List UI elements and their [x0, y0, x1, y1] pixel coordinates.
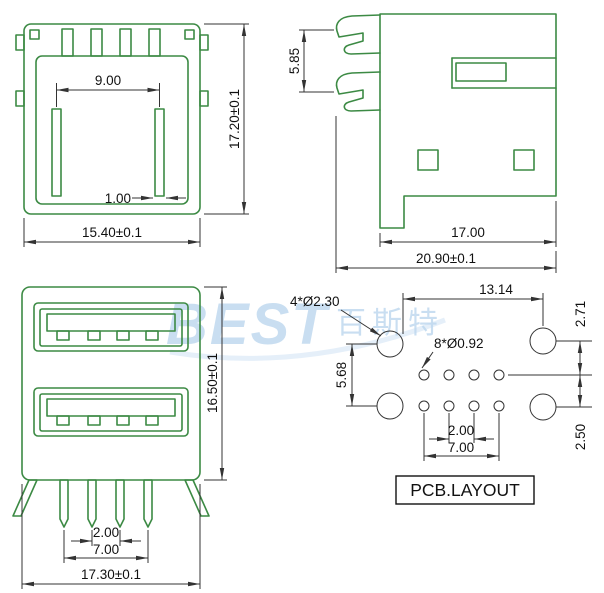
- leader-big-holes: 4*Ø2.30: [290, 294, 382, 337]
- pin-4: [143, 479, 153, 528]
- dim-pcb-span: 7.00: [423, 413, 500, 461]
- dim-label: 20.90±0.1: [416, 251, 476, 266]
- small-hole: [418, 400, 430, 412]
- dim-label: 17.00: [451, 225, 485, 240]
- mount-claw-lower: [335, 71, 381, 112]
- dim-side-overall-width: 20.90±0.1: [335, 116, 557, 273]
- dim-front-width: 17.30±0.1: [21, 484, 201, 589]
- dim-pcb-hspan: 13.14: [402, 282, 544, 334]
- dim-front-pin-span: 7.00: [63, 530, 149, 563]
- front-view-outline: [12, 286, 210, 528]
- big-hole: [529, 393, 557, 421]
- watermark-swoosh: [169, 317, 446, 361]
- small-hole: [443, 400, 455, 412]
- mount-leg-left: [12, 479, 38, 517]
- big-hole: [376, 392, 404, 420]
- dim-label: 2.50: [573, 424, 588, 450]
- pcb-layout-title-box: PCB.LAYOUT: [395, 475, 535, 505]
- dim-top-width: 15.40±0.1: [23, 218, 201, 247]
- dim-label: 2.00: [93, 525, 119, 540]
- hole-callout: 8*Ø0.92: [434, 336, 484, 351]
- top-view-outline: [15, 23, 209, 215]
- dim-label: 7.00: [93, 542, 119, 557]
- dim-label: 2.00: [448, 423, 474, 438]
- small-hole: [418, 369, 430, 381]
- dim-label: 1.00: [105, 191, 131, 206]
- dim-side-tab: 5.85: [287, 29, 334, 93]
- dim-front-height: 16.50±0.1: [204, 286, 227, 481]
- dim-side-inner-width: 17.00: [379, 201, 557, 247]
- dim-pcb-vtop: 2.71: [573, 301, 588, 375]
- dim-label: 16.50±0.1: [205, 353, 220, 413]
- pin-2: [87, 479, 97, 528]
- pin-3: [115, 479, 125, 528]
- dim-label: 7.00: [448, 440, 474, 455]
- small-hole: [493, 369, 505, 381]
- watermark-brand-text: BEST: [166, 292, 331, 357]
- hole-callout: 4*Ø2.30: [290, 294, 340, 309]
- dim-top-inner-width: 9.00: [56, 73, 160, 107]
- dim-pcb-vbottom: 2.50: [573, 375, 588, 450]
- big-hole: [529, 327, 557, 355]
- dim-label: 17.30±0.1: [81, 567, 141, 582]
- front-view: 16.50±0.1 2.00 7.00 17.30±0.1: [12, 286, 227, 589]
- dim-pcb-pitch: 2.00: [429, 413, 494, 443]
- dim-label: 17.20±0.1: [227, 89, 242, 149]
- dim-label: 5.68: [334, 362, 349, 388]
- small-hole: [468, 400, 480, 412]
- watermark: BEST 百斯特: [166, 292, 446, 361]
- small-hole: [493, 400, 505, 412]
- pcb-layout-title: PCB.LAYOUT: [410, 480, 520, 500]
- dim-label: 13.14: [479, 282, 513, 297]
- watermark-chinese-text: 百斯特: [336, 307, 444, 340]
- dim-label: 2.71: [573, 301, 588, 327]
- pcb-holes: [376, 327, 592, 421]
- usb-port-lower: [33, 387, 189, 437]
- side-view-outline: [335, 13, 557, 229]
- mount-claw-upper: [335, 14, 381, 55]
- mount-leg-right: [184, 479, 210, 517]
- dim-label: 9.00: [95, 73, 121, 88]
- dim-top-bar-width: 1.00: [105, 191, 186, 206]
- small-hole: [443, 369, 455, 381]
- dim-top-height: 17.20±0.1: [204, 23, 249, 215]
- side-view: 5.85 17.00 20.90±0.1: [287, 13, 557, 273]
- pin-1: [59, 479, 69, 528]
- dim-front-pin-pitch: 2.00: [71, 525, 141, 546]
- small-hole: [468, 369, 480, 381]
- dim-label: 5.85: [287, 48, 302, 74]
- pcb-layout: 4*Ø2.30 8*Ø0.92 13.14 2.71 2.50 5.68: [290, 282, 592, 505]
- usb-port-upper: [33, 302, 189, 352]
- leader-small-holes: 8*Ø0.92: [421, 336, 484, 369]
- dim-pcb-vleft: 5.68: [334, 343, 377, 407]
- top-view: 9.00 1.00 15.40±0.1 17.20±0.1: [15, 23, 249, 247]
- dim-label: 15.40±0.1: [82, 225, 142, 240]
